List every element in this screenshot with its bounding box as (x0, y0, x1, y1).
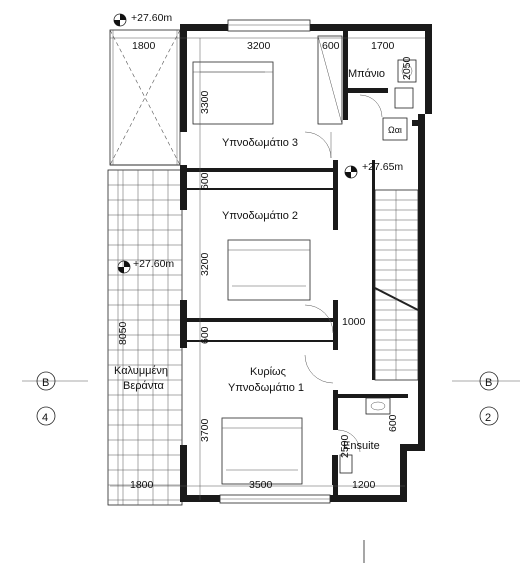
room-bedroom2-label: Υπνοδωμάτιο 2 (222, 210, 298, 222)
exterior-walls (180, 19, 432, 504)
dim-ensuite-vertical: 2500 (339, 434, 351, 458)
room-laundry-label: Ωαι (388, 125, 402, 135)
grid-marker-right: B 2 (452, 371, 520, 426)
level-marker-stairs: +27.65m (344, 161, 403, 179)
room-master-label-line2: Υπνοδωμάτιο 1 (228, 382, 304, 394)
doors (304, 94, 383, 453)
level-marker-veranda: +27.60m (117, 258, 174, 274)
grid-left-letter: B (42, 377, 49, 389)
grid-marker-left: B 4 (22, 371, 88, 426)
dim-bed2-vertical: 3200 (199, 252, 211, 276)
grid-right-letter: B (485, 377, 492, 389)
dim-bottom-left: 1800 (130, 479, 154, 491)
dim-overall-vertical: 8050 (117, 321, 129, 345)
bed-bedroom3 (192, 61, 274, 125)
dim-ensuite-600: 600 (387, 414, 399, 432)
dim-bottom-right: 1200 (352, 479, 376, 491)
ensuite-fixtures (332, 397, 391, 485)
dim-bed3-vertical: 3300 (199, 90, 211, 114)
room-bathroom-label: Μπάνιο (348, 68, 385, 80)
level-veranda-label: +27.60m (133, 258, 174, 270)
grid-left-number: 4 (42, 412, 48, 424)
room-bedroom3-label: Υπνοδωμάτιο 3 (222, 137, 298, 149)
dim-top-left: 1800 (132, 40, 156, 52)
dim-top-mid: 3200 (247, 40, 271, 52)
dimension-lines (110, 37, 425, 505)
dim-corridor: 1000 (342, 316, 366, 328)
dim-bottom-mid: 3500 (249, 479, 273, 491)
dim-bed2-600: 600 (199, 172, 211, 190)
level-terrace-label: +27.60m (131, 12, 172, 24)
dim-master-600: 600 (199, 326, 211, 344)
dim-top-600: 600 (322, 40, 340, 52)
bed-master (221, 417, 303, 485)
room-veranda-label-line2: Βεράντα (123, 380, 165, 392)
grid-right-number: 2 (485, 412, 491, 424)
dim-bath-vertical: 2050 (401, 56, 413, 80)
dim-master-vertical: 3700 (199, 418, 211, 442)
bathroom-fixtures (317, 35, 417, 141)
room-veranda-label-line1: Καλυμμένη (114, 365, 168, 377)
level-marker-terrace: +27.60m (113, 12, 172, 27)
bed-bedroom2 (227, 239, 311, 301)
dim-top-right: 1700 (371, 40, 395, 52)
level-stairs-label: +27.65m (362, 161, 403, 173)
staircase (374, 189, 419, 381)
room-master-label-line1: Κυρίως (250, 366, 286, 378)
room-ensuite-label: Ensuite (343, 440, 380, 452)
